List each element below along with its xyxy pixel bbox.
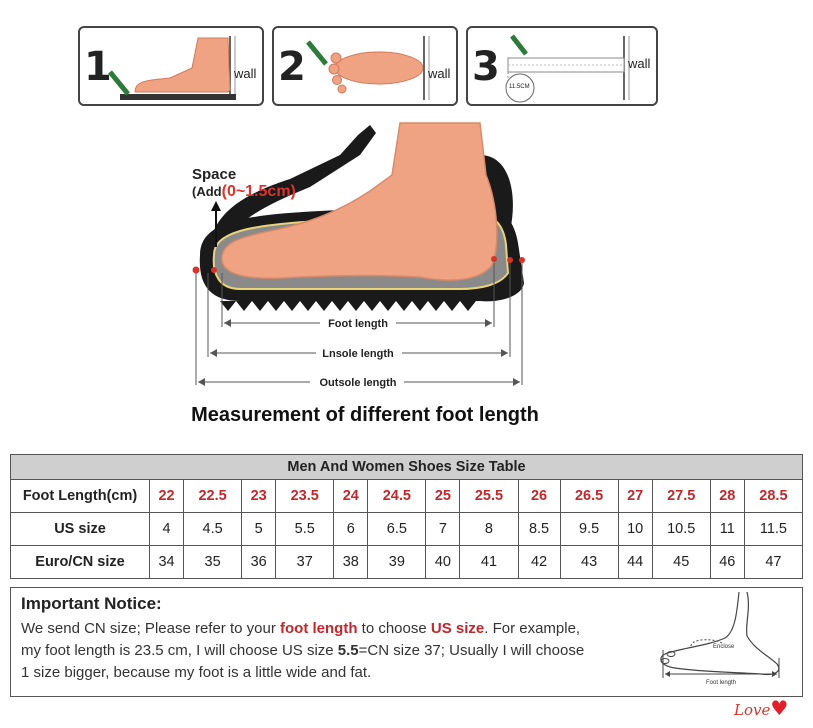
notice-title: Important Notice:	[21, 594, 162, 613]
notice-text: We send CN size; Please refer to your	[21, 620, 280, 637]
notice-highlight-us-size: US size	[430, 620, 485, 637]
table-cell: 8.5	[517, 512, 561, 546]
table-cell: 35	[183, 545, 243, 579]
table-cell: 9.5	[559, 512, 619, 546]
heart-icon: ♥	[770, 696, 789, 720]
table-cell: 8	[459, 512, 519, 546]
foot-measurement-diagram: Foot length Lnsole length Outsole length	[192, 122, 525, 389]
table-cell: 24	[333, 479, 369, 513]
table-cell: 4.5	[183, 512, 243, 546]
table-cell: 34	[148, 545, 185, 579]
step-3-ruler-label: 11.5CM	[509, 84, 530, 90]
table-cell: 6.5	[367, 512, 427, 546]
notice-text: =CN size 37; Usually I will choose	[358, 642, 585, 659]
table-cell: 43	[559, 545, 619, 579]
foot-outline-icon: Enclose Foot length	[660, 591, 780, 686]
table-cell: 22	[148, 479, 185, 513]
table-cell: 5.5	[275, 512, 335, 546]
step-2-number: 2	[278, 44, 306, 90]
row-label: Euro/CN size	[10, 545, 150, 579]
step-1-panel: 1 wall	[78, 26, 264, 106]
table-cell: 25.5	[459, 479, 519, 513]
insole-length-label: Lnsole length	[322, 348, 394, 360]
notice-text: . For example,	[484, 620, 581, 637]
step-3-panel: 3 wall 11.5CM	[466, 26, 658, 106]
foot-enclose-label: Enclose	[713, 644, 735, 650]
row-label: Foot Length(cm)	[10, 479, 150, 513]
table-row-us-size: US size 4 4.5 5 5.5 6 6.5 7 8 8.5 9.5 10…	[10, 512, 804, 546]
space-add-prefix: (Add	[192, 184, 222, 199]
table-row-euro-cn-size: Euro/CN size 34 35 36 37 38 39 40 41 42 …	[10, 545, 804, 579]
notice-line-2: my foot length is 23.5 cm, I will choose…	[21, 640, 641, 662]
notice-line-1: We send CN size; Please refer to your fo…	[21, 618, 641, 640]
step-2-foot-icon	[306, 36, 430, 100]
love-text: Love	[734, 701, 771, 719]
table-cell: 41	[459, 545, 519, 579]
table-cell: 45	[651, 545, 711, 579]
table-cell: 5	[241, 512, 277, 546]
table-cell: 47	[743, 545, 804, 579]
row-label: US size	[10, 512, 150, 546]
table-cell: 44	[617, 545, 653, 579]
table-cell: 11	[709, 512, 745, 546]
table-cell: 10.5	[651, 512, 711, 546]
notice-line-3: 1 size bigger, because my foot is a litt…	[21, 664, 372, 681]
step-1-number: 1	[84, 44, 112, 90]
table-cell: 24.5	[367, 479, 427, 513]
notice-text: to choose	[357, 620, 431, 637]
step-3-number: 3	[472, 44, 500, 90]
table-cell: 36	[241, 545, 277, 579]
table-cell: 37	[275, 545, 335, 579]
diagram-caption: Measurement of different foot length	[191, 404, 539, 426]
space-title: Space	[192, 166, 237, 183]
notice-highlight-size: 5.5	[337, 642, 359, 659]
table-cell: 23	[241, 479, 277, 513]
step-1-foot-icon	[108, 36, 236, 100]
table-cell: 7	[425, 512, 461, 546]
table-cell: 23.5	[275, 479, 335, 513]
table-cell: 38	[333, 545, 369, 579]
table-cell: 28	[709, 479, 745, 513]
table-cell: 46	[709, 545, 745, 579]
table-cell: 6	[333, 512, 369, 546]
table-cell: 42	[517, 545, 561, 579]
table-cell: 26.5	[559, 479, 619, 513]
step-3-ruler-icon	[505, 34, 630, 103]
space-add-note: (Add(0~1.5cm)	[192, 183, 296, 201]
step-2-panel: 2 wall	[272, 26, 458, 106]
table-title: Men And Women Shoes Size Table	[10, 454, 803, 480]
table-cell: 40	[425, 545, 461, 579]
table-row-foot-length: Foot Length(cm) 22 22.5 23 23.5 24 24.5 …	[10, 479, 804, 513]
table-cell: 11.5	[743, 512, 804, 546]
foot-length-label: Foot length	[328, 318, 388, 330]
love-watermark: Love♥	[734, 696, 788, 720]
table-cell: 25	[425, 479, 461, 513]
step-3-wall-label: wall	[628, 56, 651, 71]
table-cell: 39	[367, 545, 427, 579]
notice-body: We send CN size; Please refer to your fo…	[21, 618, 641, 684]
table-cell: 26	[517, 479, 561, 513]
notice-text: my foot length is 23.5 cm, I will choose…	[21, 642, 338, 659]
table-cell: 27.5	[651, 479, 711, 513]
space-add-value: (0~1.5cm)	[221, 183, 296, 200]
table-cell: 27	[617, 479, 653, 513]
table-cell: 28.5	[743, 479, 804, 513]
table-caption-row: Men And Women Shoes Size Table	[10, 454, 803, 480]
table-cell: 22.5	[183, 479, 243, 513]
outsole-length-label: Outsole length	[320, 377, 397, 389]
step-1-wall-label: wall	[234, 66, 257, 81]
table-cell: 10	[617, 512, 653, 546]
measurement-steps: 1 wall 2 wall 3	[78, 26, 658, 108]
foot-length-small-label: Foot length	[706, 680, 736, 686]
important-notice: Important Notice: We send CN size; Pleas…	[10, 587, 803, 697]
shoe-size-table: Men And Women Shoes Size Table Foot Leng…	[10, 454, 804, 579]
table-cell: 4	[148, 512, 185, 546]
step-2-wall-label: wall	[428, 66, 451, 81]
notice-highlight-foot-length: foot length	[280, 620, 358, 637]
